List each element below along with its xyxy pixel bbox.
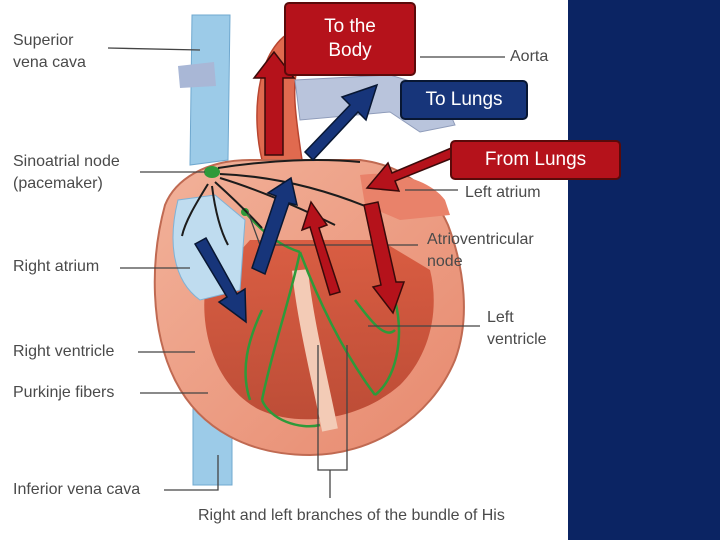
label-bundle-of-his: Right and left branches of the bundle of… xyxy=(198,507,505,524)
sidebar-band xyxy=(568,0,720,540)
label-atrioventricular-node: Atrioventricular node xyxy=(427,231,534,270)
septum-cut xyxy=(292,269,338,432)
label-left-ventricle: Left ventricle xyxy=(487,309,547,348)
callout-to-the-body: To the Body xyxy=(284,2,416,76)
label-aorta: Aorta xyxy=(510,48,549,65)
from-lungs-arrow xyxy=(365,145,462,192)
to-right-ventricle-arrow xyxy=(193,236,247,324)
conduction-system xyxy=(244,211,401,428)
label-right-ventricle: Right ventricle xyxy=(13,343,115,360)
into-aorta-arrow xyxy=(300,200,341,296)
pulmonary-artery-stub xyxy=(178,62,216,88)
callout-to-lungs: To Lungs xyxy=(400,80,528,120)
atrioventricular-node xyxy=(241,208,249,216)
label-right-atrium: Right atrium xyxy=(13,258,100,275)
superior-vena-cava xyxy=(189,14,231,166)
label-inferior-vena-cava: Inferior vena cava xyxy=(13,481,141,498)
ventricle-muscle xyxy=(204,240,434,420)
leader-lines xyxy=(107,47,505,498)
label-purkinje-fibers: Purkinje fibers xyxy=(13,384,115,401)
to-lungs-arrow xyxy=(303,83,379,162)
label-sinoatrial-node: Sinoatrial node (pacemaker) xyxy=(13,153,120,192)
into-left-ventricle-arrow xyxy=(363,201,406,315)
callout-from-lungs: From Lungs xyxy=(450,140,621,180)
sinoatrial-node xyxy=(204,166,220,178)
label-left-atrium: Left atrium xyxy=(465,184,541,201)
label-superior-vena-cava: Superior vena cava xyxy=(13,32,86,71)
into-pulmonary-arrow xyxy=(251,176,298,276)
